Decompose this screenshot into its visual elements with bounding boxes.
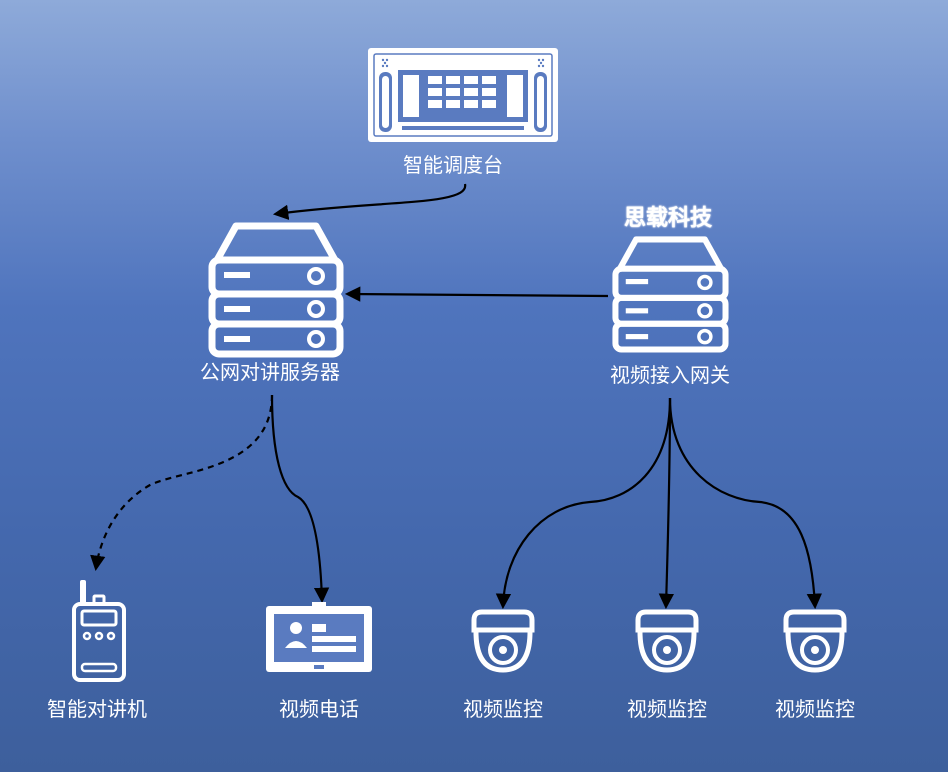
edge-gateway-to-camera-2 [658, 397, 675, 610]
camera-2-label: 视频监控 [627, 697, 707, 721]
edge-server-to-phone [270, 394, 330, 604]
camera-3-label: 视频监控 [775, 697, 855, 721]
gateway-server-icon [612, 236, 729, 353]
video-phone-label: 视频电话 [279, 697, 359, 721]
connectors [90, 183, 823, 610]
edge-console-to-server [272, 183, 467, 220]
dispatch-console-label: 智能调度台 [403, 153, 503, 177]
dome-camera-icon [635, 609, 699, 673]
edge-gateway-to-camera-3 [668, 397, 823, 610]
brand-label: 思载科技 [623, 206, 713, 231]
edge-gateway-to-camera-1 [495, 397, 672, 610]
dome-camera-icon [783, 609, 847, 673]
video-phone-icon [266, 602, 372, 672]
server-icon [208, 222, 344, 358]
edge-server-to-radio [90, 394, 274, 572]
ptt-server-label: 公网对讲服务器 [200, 360, 340, 384]
video-gateway-label: 视频接入网关 [610, 363, 730, 387]
dispatch-console-icon [368, 48, 558, 142]
smart-radio-label: 智能对讲机 [47, 697, 147, 721]
camera-1-label: 视频监控 [463, 697, 543, 721]
edge-gateway-to-server [344, 286, 609, 302]
dome-camera-icon [471, 609, 535, 673]
walkie-talkie-icon [72, 580, 126, 682]
